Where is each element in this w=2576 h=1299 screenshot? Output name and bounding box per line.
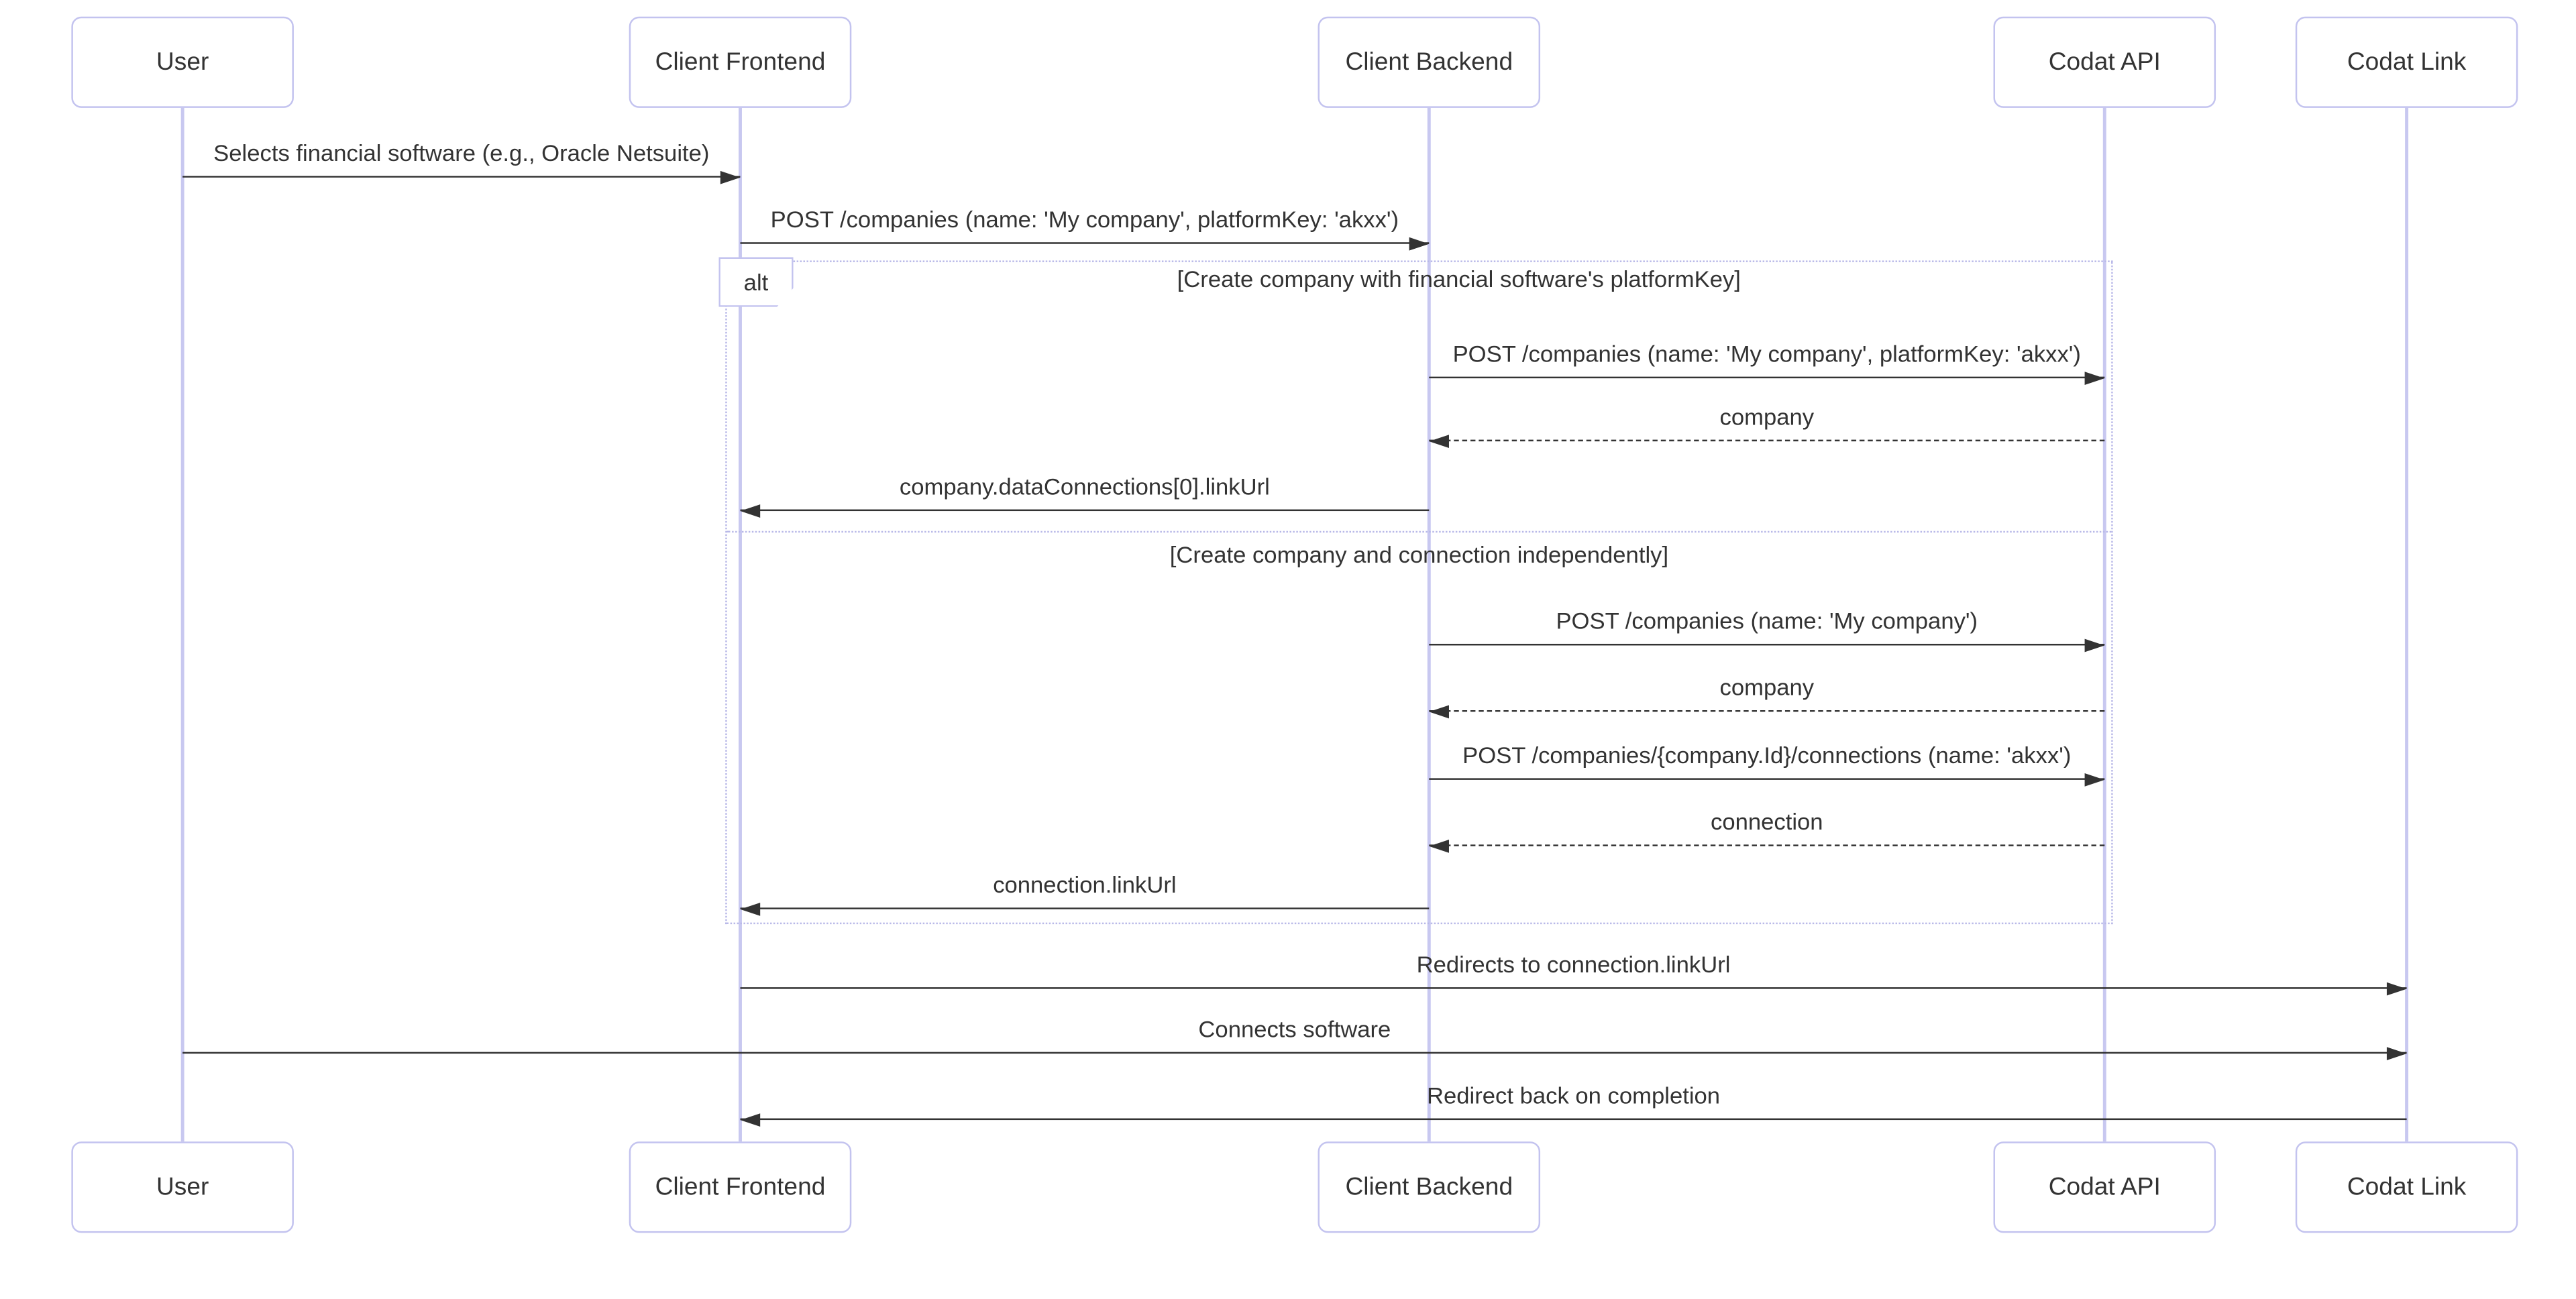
actor-top-client-backend: Client Backend	[1318, 16, 1541, 108]
message-line	[740, 907, 1430, 909]
message-label: Redirect back on completion	[1427, 1082, 1721, 1109]
arrow-right-icon	[2084, 773, 2105, 786]
arrow-left-icon	[1429, 434, 1449, 448]
message-7: company	[1429, 654, 2105, 718]
arrow-left-icon	[1429, 839, 1449, 852]
message-8: POST /companies/{company.Id}/connections…	[1429, 722, 2105, 786]
message-label: company	[1719, 673, 1815, 701]
message-label: connection.linkUrl	[993, 870, 1177, 898]
lifeline-codat-link	[2405, 107, 2409, 1142]
message-line	[182, 1052, 2407, 1054]
message-4: company	[1429, 384, 2105, 448]
message-line	[1429, 710, 2105, 712]
lifeline-client-backend	[1427, 107, 1431, 1142]
message-line	[740, 1118, 2407, 1121]
message-line	[1429, 844, 2105, 846]
actor-bottom-user: User	[71, 1141, 294, 1233]
message-line	[1429, 643, 2105, 646]
message-11: Redirects to connection.linkUrl	[740, 931, 2407, 995]
message-label: Redirects to connection.linkUrl	[1416, 950, 1731, 978]
lifeline-codat-api	[2102, 107, 2106, 1142]
arrow-left-icon	[740, 1113, 761, 1127]
message-label: POST /companies (name: 'My company', pla…	[770, 205, 1399, 233]
message-line	[740, 509, 1430, 512]
message-label: POST /companies/{company.Id}/connections…	[1462, 741, 2072, 769]
actor-bottom-client-backend: Client Backend	[1318, 1141, 1541, 1233]
actor-bottom-codat-link: Codat Link	[2295, 1141, 2518, 1233]
arrow-right-icon	[2084, 371, 2105, 385]
alt-label: alt	[718, 257, 794, 307]
actor-top-codat-api: Codat API	[1993, 16, 2216, 108]
message-10: connection.linkUrl	[740, 851, 1430, 915]
arrow-right-icon	[1409, 237, 1430, 250]
arrow-right-icon	[2386, 1046, 2407, 1060]
message-9: connection	[1429, 788, 2105, 852]
message-label: Selects financial software (e.g., Oracle…	[213, 139, 710, 166]
message-6: POST /companies (name: 'My company')	[1429, 587, 2105, 652]
arrow-right-icon	[720, 170, 741, 184]
message-line	[1429, 439, 2105, 442]
message-label: Connects software	[1198, 1015, 1391, 1042]
actor-bottom-codat-api: Codat API	[1993, 1141, 2216, 1233]
arrow-left-icon	[740, 504, 761, 518]
message-label: company	[1719, 403, 1815, 430]
message-line	[1429, 376, 2105, 379]
lifeline-client-frontend	[739, 107, 742, 1142]
arrow-left-icon	[740, 902, 761, 915]
actor-bottom-client-frontend: Client Frontend	[629, 1141, 852, 1233]
lifeline-user	[180, 107, 184, 1142]
message-12: Connects software	[182, 996, 2407, 1060]
message-13: Redirect back on completion	[740, 1062, 2407, 1127]
arrow-left-icon	[1429, 704, 1449, 718]
actor-top-client-frontend: Client Frontend	[629, 16, 852, 108]
message-5: company.dataConnections[0].linkUrl	[740, 453, 1430, 518]
alt-section-divider	[727, 530, 2112, 533]
arrow-right-icon	[2386, 981, 2407, 995]
message-line	[1429, 778, 2105, 780]
message-line	[740, 242, 1430, 244]
message-label: POST /companies (name: 'My company')	[1556, 607, 1978, 634]
message-1: Selects financial software (e.g., Oracle…	[182, 119, 741, 184]
message-2: POST /companies (name: 'My company', pla…	[740, 186, 1430, 250]
message-label: company.dataConnections[0].linkUrl	[899, 473, 1270, 500]
alt-frame	[725, 260, 2113, 925]
arrow-right-icon	[2084, 638, 2105, 652]
alt-section-1-title: [Create company with financial software'…	[1177, 265, 1741, 292]
message-line	[182, 176, 741, 178]
actor-top-user: User	[71, 16, 294, 108]
message-3: POST /companies (name: 'My company', pla…	[1429, 321, 2105, 385]
message-line	[740, 987, 2407, 989]
alt-section-2-title: [Create company and connection independe…	[1169, 541, 1669, 568]
message-label: connection	[1711, 807, 1823, 835]
actor-top-codat-link: Codat Link	[2295, 16, 2518, 108]
message-label: POST /companies (name: 'My company', pla…	[1452, 340, 2081, 367]
